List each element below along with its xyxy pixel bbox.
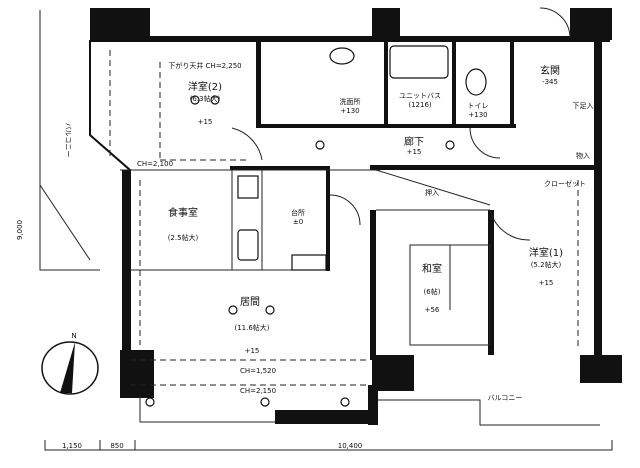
western1-name: 洋室(1) [529, 246, 563, 259]
toilet-bowl [465, 68, 487, 96]
ceiling-note-2: CH=1,520 [240, 367, 276, 375]
western2-ceiling: 下がり天井 CH=2,250 [168, 61, 241, 70]
washroom-name: 洗面所 [340, 97, 361, 106]
kitchen-name: 台所 [291, 208, 305, 217]
western1-size: (5.2帖大) [531, 260, 562, 269]
compass-icon: N [41, 332, 99, 395]
fridge-space [291, 254, 327, 271]
dim-left: 1,150 [62, 442, 82, 450]
bath-size: (1216) [408, 101, 432, 109]
washroom-level: +130 [340, 107, 359, 115]
hall-name: 廊下 [404, 135, 424, 148]
hall-level: +15 [407, 148, 422, 156]
room-labels: 下がり天井 CH=2,250 洋室(2) (6.3帖大) +15 洗面所 +13… [64, 61, 594, 402]
closet2-label: クローゼット [544, 179, 586, 188]
sink [329, 47, 355, 65]
balcony-west-label: バルコニー [64, 123, 72, 158]
dim-mid: 850 [110, 442, 123, 450]
toilet-name: トイレ [468, 102, 489, 110]
japanese-name: 和室 [422, 262, 442, 275]
dining-name: 食事室 [168, 206, 198, 219]
shoebox-label: 下足入 [573, 102, 594, 110]
kitchen-sink [237, 229, 259, 261]
western2-level: +15 [198, 118, 213, 126]
ceiling-note-3: CH=2,150 [240, 387, 276, 395]
living-name: 居間 [240, 296, 260, 308]
bathtub [389, 45, 449, 79]
fixtures [145, 45, 487, 407]
walls [90, 8, 622, 425]
dim-height: 9,000 [16, 220, 24, 240]
dim-main: 10,400 [338, 442, 363, 450]
stove [237, 175, 259, 199]
compass-label: N [71, 332, 76, 340]
kitchen-level: ±0 [293, 218, 303, 226]
western1-level: +15 [539, 279, 554, 287]
japanese-size: (6帖) [424, 287, 441, 296]
interior-lines [39, 7, 600, 426]
living-level: +15 [245, 347, 260, 355]
storage-label: 物入 [576, 151, 590, 160]
dining-size: (2.5帖大) [168, 233, 199, 242]
western2-name: 洋室(2) [188, 80, 222, 93]
japanese-level: +56 [425, 306, 440, 314]
toilet-level: +130 [468, 111, 487, 119]
western2-size: (6.3帖大) [190, 94, 221, 103]
entrance-level: -345 [542, 78, 558, 86]
dimensions: 1,150 850 10,400 9,000 [16, 220, 613, 451]
bath-name: ユニットバス [399, 92, 441, 100]
entrance-name: 玄関 [540, 64, 560, 77]
closet-name: 押入 [425, 188, 439, 197]
balcony-south-label: バルコニー [488, 394, 523, 402]
living-size: (11.6帖大) [234, 323, 269, 332]
ceiling-note-1: CH=2,100 [137, 160, 173, 168]
